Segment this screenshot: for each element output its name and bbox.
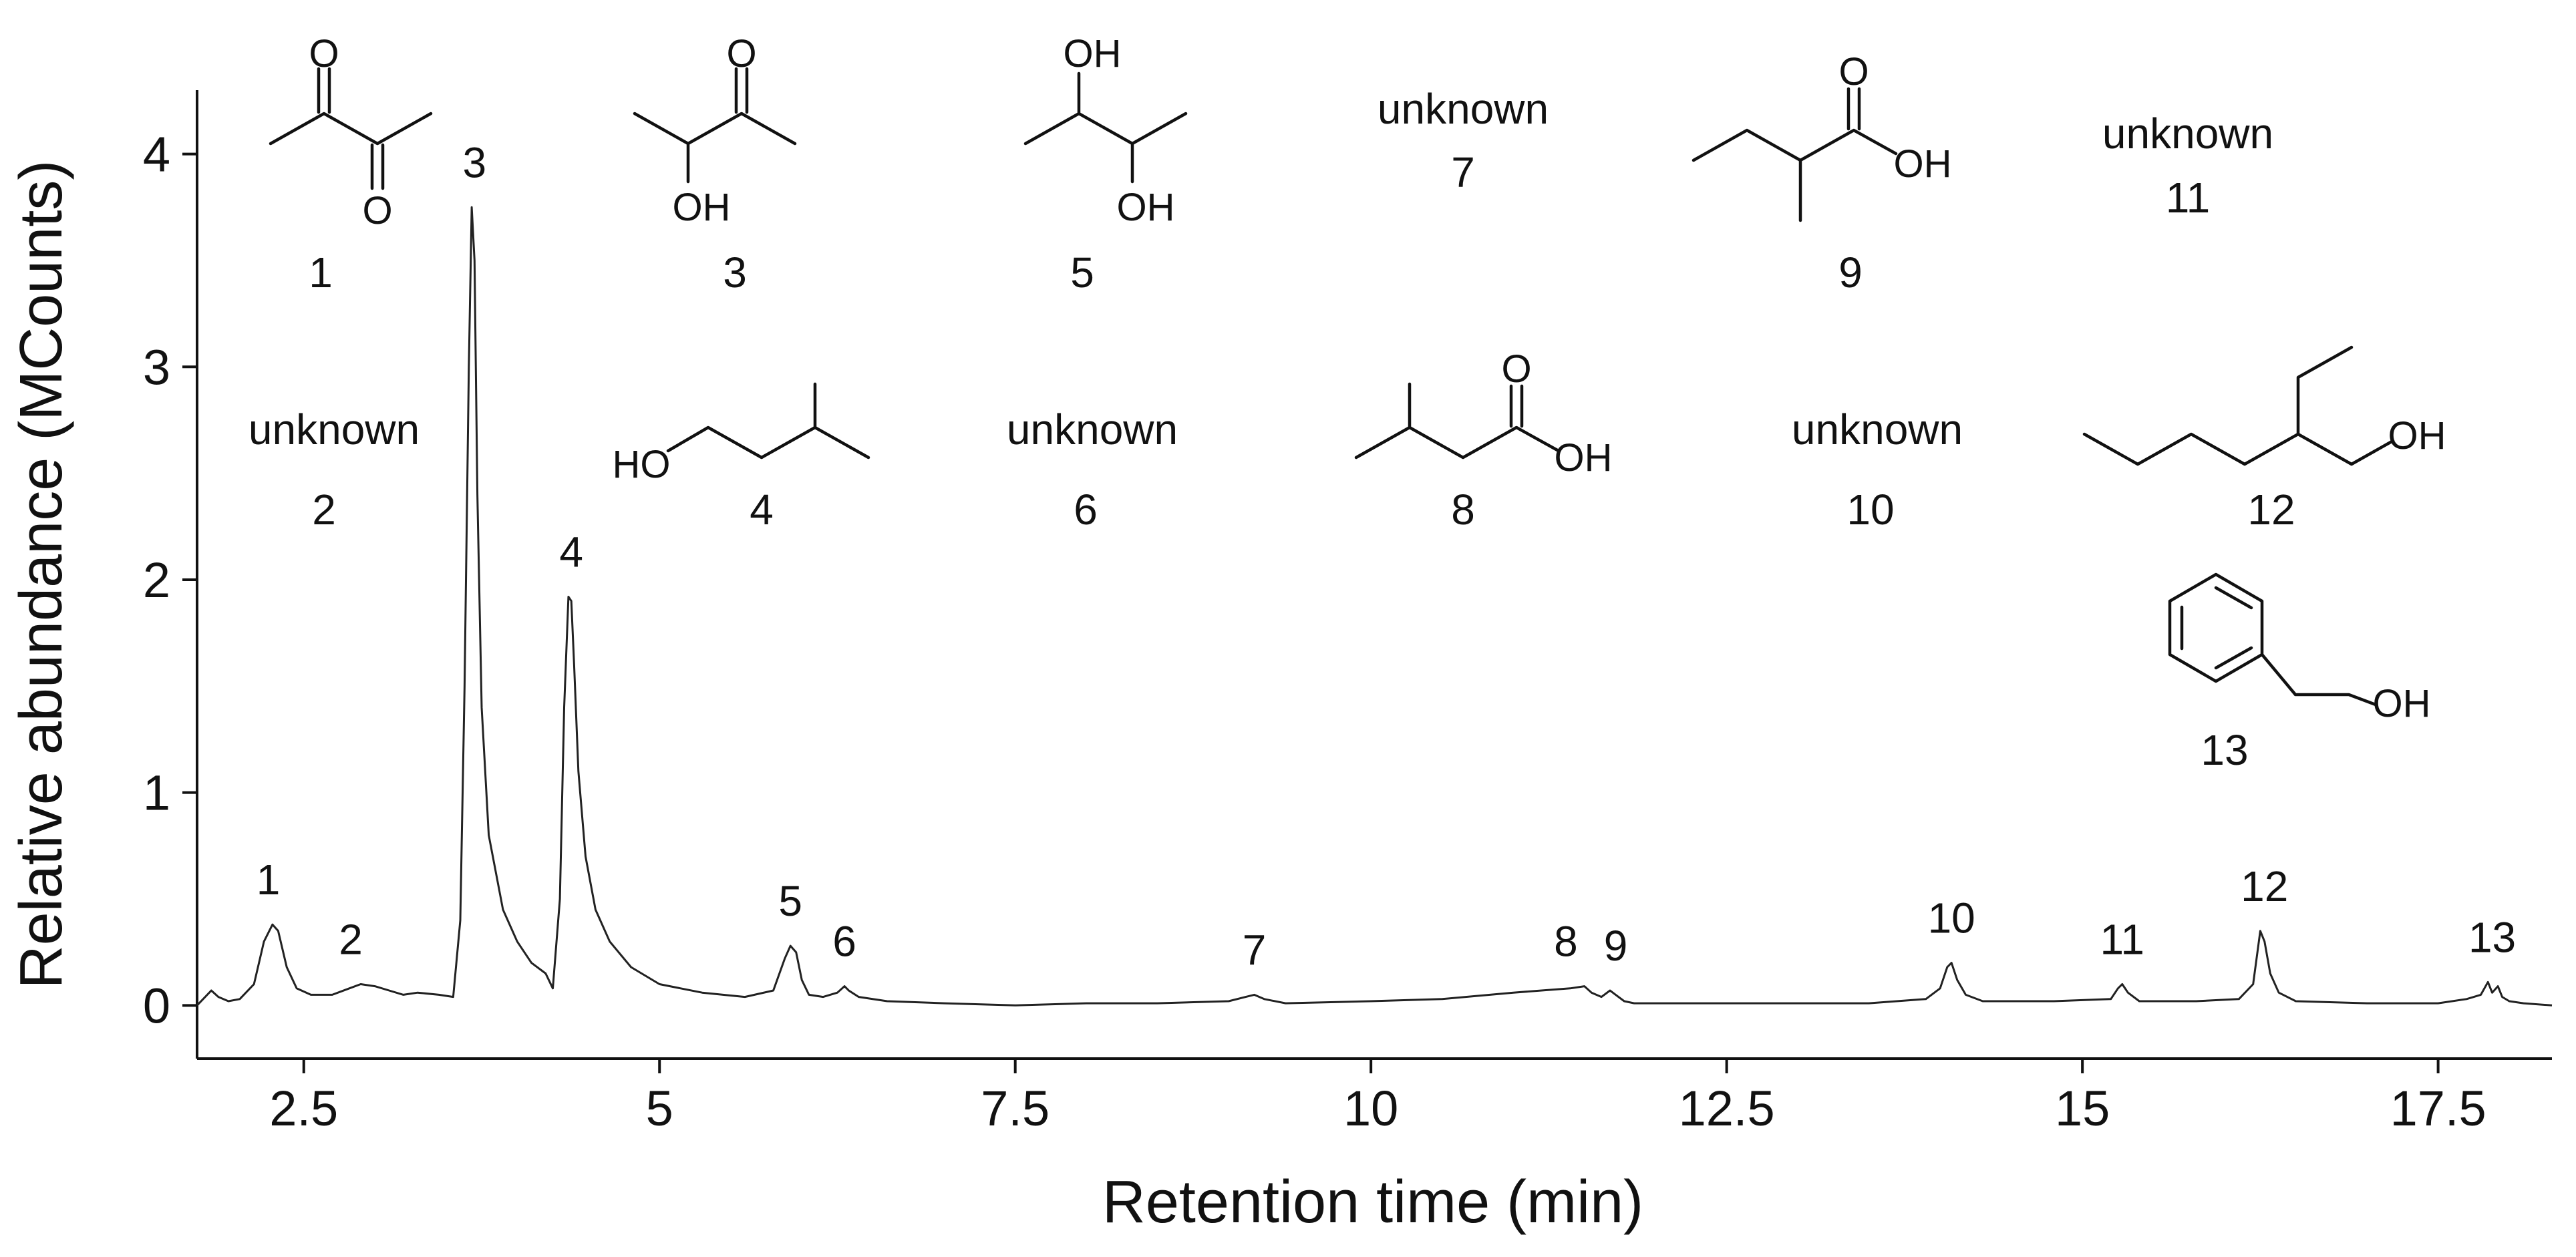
compound-3-atom-o: O xyxy=(726,32,756,75)
compound-10-number: 10 xyxy=(1846,486,1894,534)
compound-11-number: 11 xyxy=(2166,174,2210,222)
x-tick-label: 12.5 xyxy=(1679,1081,1775,1136)
peak-label: 7 xyxy=(1243,926,1267,974)
compound-1-structure: O O 1 xyxy=(269,32,433,297)
x-tick-label: 15 xyxy=(2055,1081,2110,1136)
peak-label: 13 xyxy=(2468,913,2516,961)
compound-3-structure: O OH 3 xyxy=(633,32,797,297)
compound-1-bonds xyxy=(269,67,433,190)
compound-5-structure: OH OH 5 xyxy=(1023,32,1188,297)
y-tick-label: 2 xyxy=(143,552,170,608)
peak-label: 6 xyxy=(832,918,856,966)
peak-label: 2 xyxy=(339,915,363,963)
compound-5-number: 5 xyxy=(1070,248,1094,297)
compound-13-number: 13 xyxy=(2201,726,2248,774)
compound-7-number: 7 xyxy=(1451,148,1475,196)
compound-1-atom-o-bottom: O xyxy=(362,189,392,232)
compound-10-unknown: unknown xyxy=(1792,405,1963,454)
y-tick-label: 3 xyxy=(143,339,170,395)
y-tick-label: 4 xyxy=(143,127,170,182)
compound-13-structure: OH 13 xyxy=(2168,572,2431,774)
compound-4-structure: HO 4 xyxy=(613,382,870,534)
x-tick-label: 7.5 xyxy=(981,1081,1050,1136)
compound-9-number: 9 xyxy=(1838,248,1863,297)
peak-label: 1 xyxy=(257,856,281,904)
compound-9-bonds xyxy=(1692,87,1898,222)
peak-label: 11 xyxy=(2100,915,2144,963)
compound-4-number: 4 xyxy=(750,486,774,534)
y-axis-title: Relative abundance (MCounts) xyxy=(8,160,75,989)
peak-label: 8 xyxy=(1554,918,1578,966)
compound-13-ring xyxy=(2168,572,2264,683)
compound-5-atom-oh-bottom: OH xyxy=(1117,186,1175,229)
compound-13-chain xyxy=(2260,653,2378,707)
compound-3-number: 3 xyxy=(723,248,747,297)
peak-label: 12 xyxy=(2241,862,2288,910)
compound-2-unknown: unknown xyxy=(249,405,420,454)
compound-8-atom-o: O xyxy=(1501,347,1531,391)
compound-structures: O O 1 O OH 3 OH OH 5 unknown 7 O OH 9 xyxy=(249,32,2446,774)
compound-2-number: 2 xyxy=(312,486,336,534)
compound-8-atom-oh: OH xyxy=(1555,436,1613,480)
compound-3-bonds xyxy=(633,67,797,184)
compound-12-atom-oh: OH xyxy=(2388,414,2446,458)
compound-4-atom-ho: HO xyxy=(613,443,671,486)
compound-3-atom-oh: OH xyxy=(673,186,731,229)
compound-7-label: unknown 7 xyxy=(1378,85,1549,196)
compound-13-ring-inner xyxy=(2180,586,2253,670)
peak-label: 5 xyxy=(778,877,802,925)
y-ticks: 0 1 2 3 4 xyxy=(143,127,197,1033)
x-tick-label: 5 xyxy=(646,1081,673,1136)
x-ticks: 2.5 5 7.5 10 12.5 15 17.5 xyxy=(269,1059,2486,1136)
x-tick-label: 2.5 xyxy=(269,1081,338,1136)
compound-11-unknown: unknown xyxy=(2102,110,2273,158)
compound-2-label: unknown 2 xyxy=(249,405,420,534)
axes xyxy=(196,90,2552,1060)
compound-6-number: 6 xyxy=(1074,486,1098,534)
peak-label: 3 xyxy=(463,138,487,186)
compound-9-atom-oh: OH xyxy=(1894,142,1952,186)
x-tick-label: 10 xyxy=(1343,1081,1398,1136)
compound-4-bonds xyxy=(666,382,870,460)
compound-6-label: unknown 6 xyxy=(1007,405,1178,534)
compound-7-unknown: unknown xyxy=(1378,85,1549,133)
compound-1-atom-o-top: O xyxy=(309,32,339,75)
y-tick-label: 0 xyxy=(143,978,170,1033)
x-axis-title: Retention time (min) xyxy=(1102,1169,1643,1236)
compound-10-label: unknown 10 xyxy=(1792,405,1963,534)
compound-8-bonds xyxy=(1354,382,1561,460)
compound-9-atom-o: O xyxy=(1838,50,1869,94)
compound-9-structure: O OH 9 xyxy=(1692,50,1952,297)
peak-label: 9 xyxy=(1604,922,1628,970)
compound-13-atom-oh: OH xyxy=(2373,682,2431,725)
compound-12-structure: OH 12 xyxy=(2082,345,2446,534)
y-tick-label: 1 xyxy=(143,765,170,821)
compound-11-label: unknown 11 xyxy=(2102,110,2273,222)
compound-5-bonds xyxy=(1023,71,1188,184)
chromatogram-trace xyxy=(196,206,2553,1007)
peak-label: 10 xyxy=(1928,894,1975,942)
compound-12-number: 12 xyxy=(2247,486,2295,534)
compound-1-number: 1 xyxy=(309,248,333,297)
compound-5-atom-oh-top: OH xyxy=(1064,32,1122,75)
compound-8-structure: O OH 8 xyxy=(1354,347,1613,534)
compound-6-unknown: unknown xyxy=(1007,405,1178,454)
compound-12-bonds xyxy=(2082,345,2395,466)
x-tick-label: 17.5 xyxy=(2390,1081,2486,1136)
peak-label: 4 xyxy=(559,528,583,576)
compound-8-number: 8 xyxy=(1451,486,1475,534)
